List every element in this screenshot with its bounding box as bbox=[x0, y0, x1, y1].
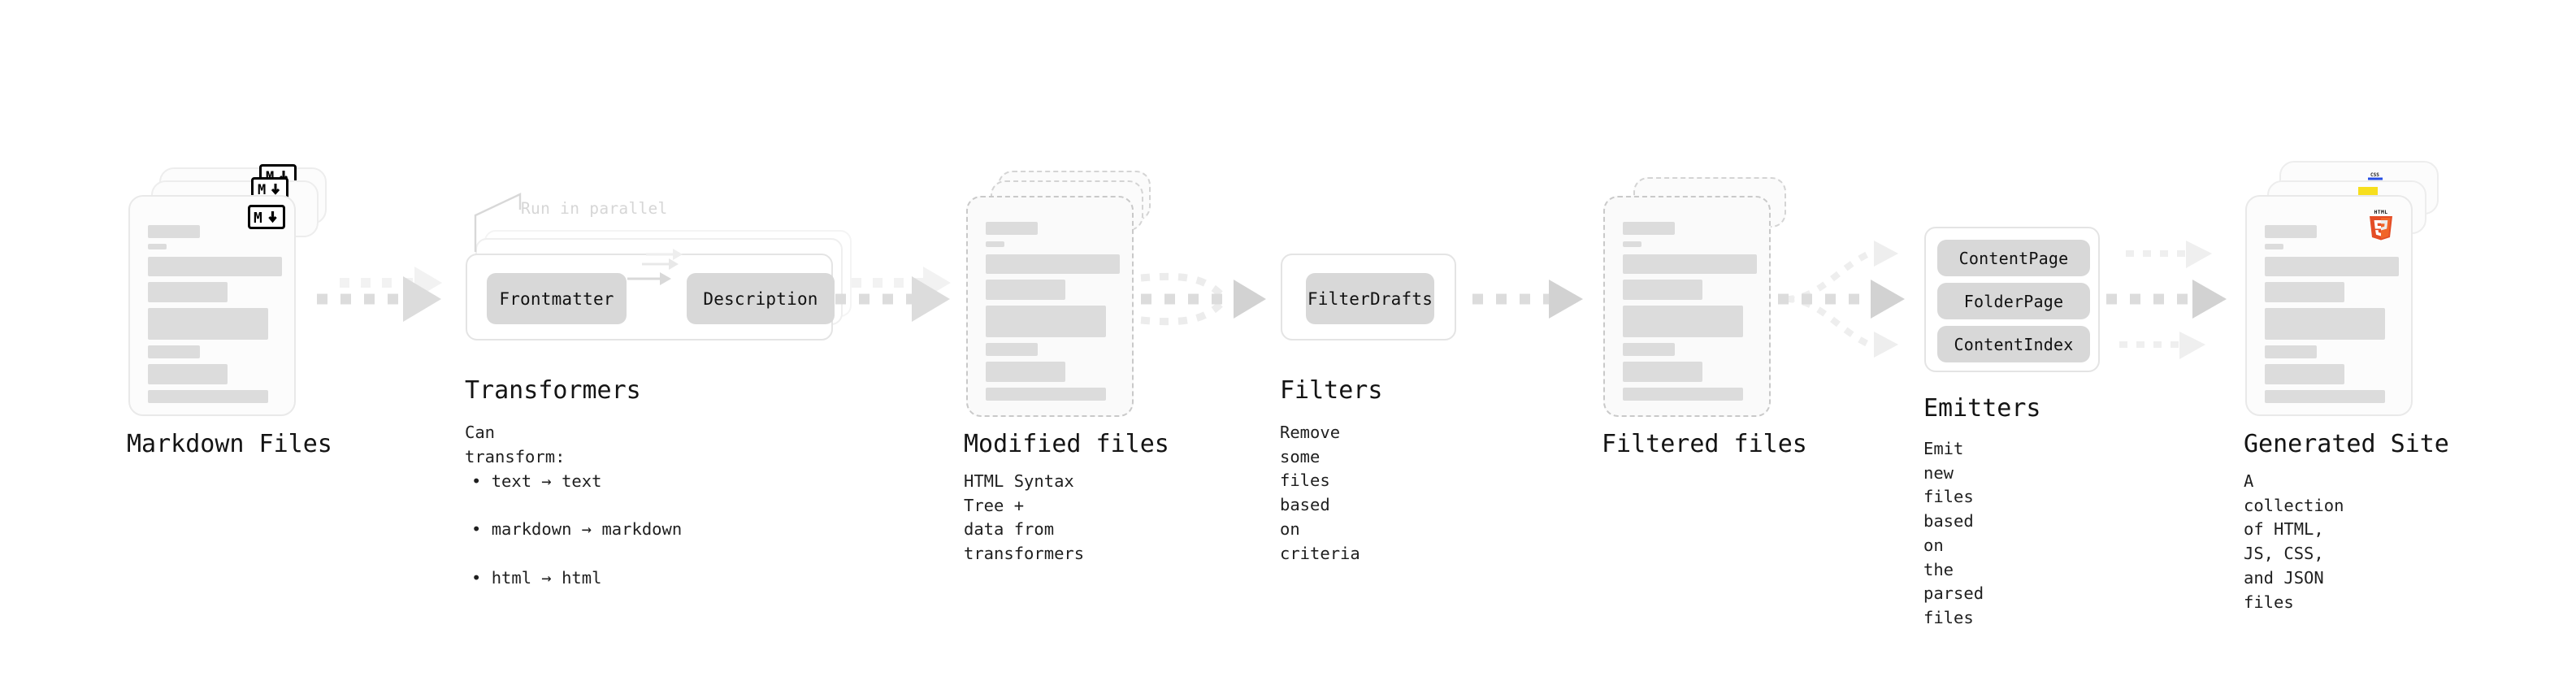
skeleton-line bbox=[986, 222, 1038, 235]
skeleton-line bbox=[1623, 343, 1675, 356]
stage-title-modified-files: Modified files bbox=[964, 430, 1169, 458]
transformers-desc-heading: Can transform: bbox=[465, 423, 566, 466]
skeleton-line bbox=[986, 343, 1038, 356]
skeleton-line bbox=[986, 306, 1106, 337]
skeleton-line bbox=[1623, 241, 1641, 247]
skeleton-line bbox=[986, 388, 1106, 401]
arrow-modified-to-filters bbox=[1140, 272, 1266, 326]
skeleton-line bbox=[2265, 345, 2317, 358]
skeleton-line bbox=[2265, 308, 2385, 340]
emitters-desc: Emit new files based on the parsed files bbox=[1923, 439, 1984, 628]
filters-desc: Remove some files based on criteria bbox=[1280, 423, 1360, 563]
skeleton-line bbox=[2265, 225, 2317, 238]
stage-title-filtered-files: Filtered files bbox=[1602, 430, 1807, 458]
skeleton-line bbox=[1623, 222, 1675, 235]
svg-text:CSS: CSS bbox=[2370, 172, 2379, 178]
skeleton-line bbox=[148, 345, 200, 358]
svg-text:HTML: HTML bbox=[2374, 209, 2388, 215]
skeleton-line bbox=[2265, 244, 2283, 249]
list-item: • text → text bbox=[471, 471, 602, 491]
transformer-node-frontmatter[interactable]: Frontmatter bbox=[487, 273, 627, 324]
skeleton-line bbox=[2265, 282, 2344, 302]
skeleton-line bbox=[1623, 388, 1743, 401]
skeleton-line bbox=[1623, 280, 1702, 300]
svg-text:M: M bbox=[258, 182, 266, 197]
transformers-bullet-list: • text → text • markdown → markdown • ht… bbox=[471, 445, 682, 614]
stage-title-markdown-files: Markdown Files bbox=[127, 430, 332, 458]
skeleton-line bbox=[986, 362, 1065, 382]
skeleton-line bbox=[986, 241, 1004, 247]
emitter-node-folderpage[interactable]: FolderPage bbox=[1937, 283, 2090, 319]
skeleton-line bbox=[986, 254, 1120, 274]
filters-box: FilterDrafts bbox=[1281, 254, 1456, 340]
skeleton-line bbox=[1623, 306, 1743, 337]
list-item: • markdown → markdown bbox=[471, 519, 683, 540]
svg-text:M: M bbox=[254, 210, 262, 225]
filter-node-filterdrafts[interactable]: FilterDrafts bbox=[1306, 273, 1434, 324]
markdown-card-front: M bbox=[128, 195, 296, 416]
skeleton-line bbox=[148, 364, 228, 384]
skeleton-line bbox=[2265, 257, 2399, 276]
html5-icon: HTML bbox=[2367, 208, 2395, 244]
generated-site-desc: A collection of HTML, JS, CSS, and JSON … bbox=[2244, 471, 2344, 612]
arrow-transformers-to-modified bbox=[835, 267, 951, 322]
skeleton-line bbox=[148, 244, 167, 249]
skeleton-line bbox=[148, 225, 200, 238]
arrow-md-to-transformers bbox=[317, 267, 442, 322]
skeleton-line bbox=[1623, 254, 1757, 274]
skeleton-line bbox=[148, 390, 268, 403]
skeleton-line bbox=[148, 257, 282, 276]
arrow-filters-to-filtered bbox=[1472, 280, 1583, 319]
modified-files-desc: HTML Syntax Tree + data from transformer… bbox=[964, 471, 1085, 564]
arrow-filtered-to-emitters bbox=[1778, 241, 1905, 358]
list-item: • html → html bbox=[471, 567, 602, 588]
skeleton-line bbox=[1623, 362, 1702, 382]
filtered-card-front bbox=[1603, 196, 1771, 417]
emitters-box: ContentPage FolderPage ContentIndex bbox=[1924, 227, 2100, 372]
stage-title-filters: Filters bbox=[1280, 376, 1383, 405]
skeleton-line bbox=[986, 280, 1065, 300]
skeleton-line bbox=[148, 308, 268, 340]
stage-title-generated-site: Generated Site bbox=[2244, 430, 2449, 458]
site-card-front: HTML bbox=[2245, 195, 2413, 416]
svg-text:M: M bbox=[266, 169, 274, 184]
transformer-box-front: Frontmatter Description bbox=[466, 254, 835, 340]
arrow-emitters-to-site bbox=[2106, 241, 2227, 359]
parallel-note-label: Run in parallel bbox=[521, 199, 668, 218]
skeleton-line bbox=[2265, 390, 2385, 403]
stage-title-transformers: Transformers bbox=[465, 376, 641, 405]
modified-card-front bbox=[966, 196, 1134, 417]
skeleton-line bbox=[2265, 364, 2344, 384]
markdown-icon: M bbox=[248, 205, 285, 229]
skeleton-line bbox=[148, 282, 228, 302]
transformer-node-description[interactable]: Description bbox=[687, 273, 835, 324]
emitter-node-contentpage[interactable]: ContentPage bbox=[1937, 240, 2090, 276]
css3-icon: CSS bbox=[2368, 168, 2383, 184]
emitter-node-contentindex[interactable]: ContentIndex bbox=[1937, 326, 2090, 362]
stage-title-emitters: Emitters bbox=[1923, 394, 2041, 423]
